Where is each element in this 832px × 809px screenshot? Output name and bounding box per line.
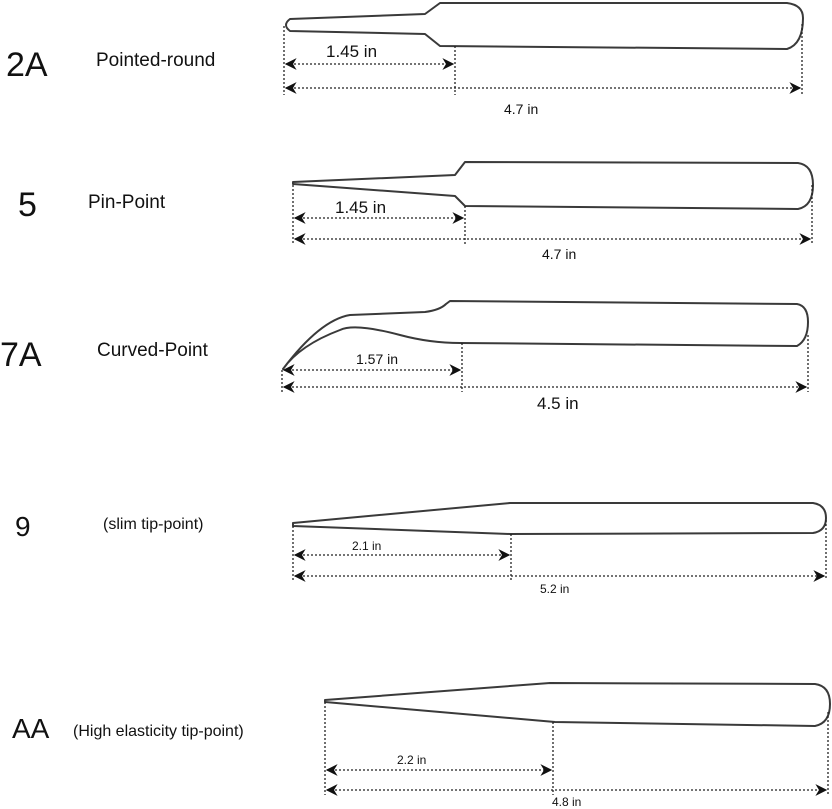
tweezer-outline (324, 682, 831, 727)
model-code: 5 (18, 186, 37, 224)
tweezer-9: 9 (slim tip-point) 2.1 in 5.2 in (15, 502, 827, 596)
tip-length-label: 1.45 in (335, 198, 386, 217)
tweezer-7a: 7A Curved-Point 1.57 in 4.5 in (0, 300, 809, 413)
tweezer-outline (292, 502, 827, 535)
tweezer-2a: 2A Pointed-round 1.45 in 4.7 in (6, 2, 804, 117)
tip-length-label: 1.57 in (356, 351, 398, 367)
model-code: AA (12, 713, 50, 744)
tip-type: Pointed-round (96, 50, 215, 71)
tweezer-outline (292, 161, 814, 210)
tip-type: Curved-Point (97, 340, 209, 361)
model-code: 2A (6, 46, 48, 84)
dimension-guides (292, 520, 827, 580)
total-length-label: 4.8 in (552, 795, 581, 809)
tweezer-outline (282, 300, 809, 370)
tip-length-label: 2.2 in (397, 753, 426, 767)
total-length-label: 4.7 in (504, 101, 538, 117)
tip-type: (slim tip-point) (103, 516, 203, 533)
total-length-label: 5.2 in (540, 582, 569, 596)
model-code: 9 (15, 511, 31, 542)
tweezer-outline (285, 2, 804, 50)
tip-type: Pin-Point (88, 192, 166, 213)
total-length-label: 4.5 in (537, 394, 579, 413)
tip-length-label: 2.1 in (352, 539, 381, 553)
total-length-label: 4.7 in (542, 246, 576, 262)
model-code: 7A (0, 336, 42, 374)
tip-type: (High elasticity tip-point) (73, 723, 244, 740)
dimension-guides (324, 702, 829, 795)
tweezer-5: 5 Pin-Point 1.45 in 4.7 in (18, 161, 814, 262)
tweezer-aa: AA (High elasticity tip-point) 2.2 in 4.… (12, 682, 831, 809)
tip-length-label: 1.45 in (326, 42, 377, 61)
